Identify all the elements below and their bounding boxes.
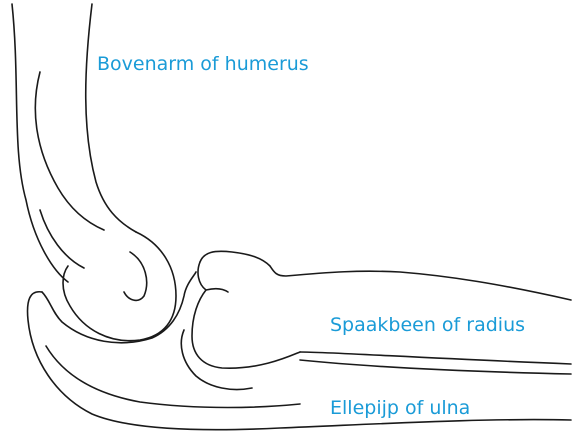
ulna-shaft-line-2	[300, 352, 571, 364]
humerus-inner-line	[35, 72, 104, 230]
humerus-right-edge	[86, 4, 136, 232]
ulna-lower-line	[46, 346, 300, 408]
ulna-bone	[28, 272, 571, 430]
humerus-groove-2	[124, 252, 147, 300]
humerus-groove-1	[40, 210, 84, 268]
label-ulna: Ellepijp of ulna	[330, 397, 470, 419]
radius-neck	[206, 289, 228, 292]
humerus-condyle	[63, 232, 176, 341]
label-humerus: Bovenarm of humerus	[97, 53, 309, 75]
radius-head-top	[200, 251, 571, 300]
radius-bone	[192, 251, 571, 368]
ulna-inner-curve	[42, 272, 196, 343]
label-radius: Spaakbeen of radius	[330, 314, 525, 336]
radius-head-left	[192, 262, 300, 368]
